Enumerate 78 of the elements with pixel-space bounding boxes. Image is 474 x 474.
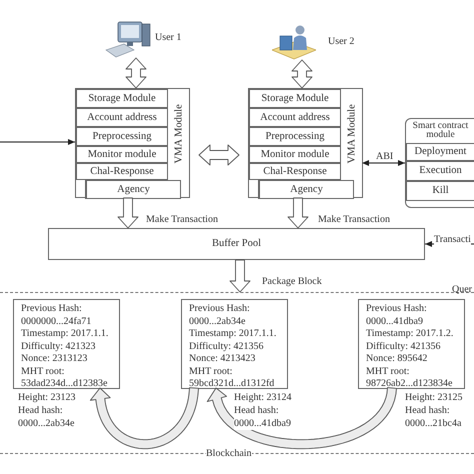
- vertical-module-label: VMA Module: [172, 104, 186, 164]
- process-box: [48, 228, 425, 260]
- row-label: Monitor module: [88, 148, 156, 162]
- row-label: Preprocessing: [92, 130, 152, 144]
- block-arrow: [118, 198, 138, 228]
- block-field: Previous Hash: 0000000...24fa71: [21, 303, 112, 328]
- block-field: Nonce: 895642: [366, 353, 457, 366]
- band-label: Blockchain: [206, 448, 252, 459]
- row-label: Agency: [290, 182, 323, 197]
- block-box: [13, 299, 120, 389]
- block-field: Nonce: 4213423: [189, 353, 280, 366]
- curved-block-arrow: [206, 387, 397, 450]
- block-box: [358, 299, 465, 389]
- edge-label: Transacti: [434, 234, 471, 245]
- edge-label: Package Block: [262, 276, 322, 287]
- curved-block-arrow: [90, 387, 199, 450]
- module-row: [76, 163, 168, 180]
- block-field: Nonce: 2313123: [21, 353, 112, 366]
- row-label: Account address: [260, 110, 330, 125]
- block-field: Timestamp: 2017.1.2.: [366, 328, 457, 340]
- module-row: [249, 89, 341, 108]
- block-field: Previous Hash: 0000...41dba9: [366, 303, 457, 328]
- row-label: Storage Module: [261, 92, 329, 106]
- row-label: Agency: [117, 182, 150, 197]
- module-title: Smart contract module: [412, 122, 470, 140]
- edge-label: Make Transaction: [318, 214, 390, 225]
- edge-label: ABI: [376, 151, 394, 162]
- module-box: [405, 118, 474, 208]
- row-label: Storage Module: [88, 92, 156, 106]
- block-arrow: [288, 198, 308, 228]
- module-row: [406, 143, 474, 161]
- module-row: [249, 127, 341, 146]
- row-label: Kill: [432, 184, 449, 198]
- block-field: MHT root: 53dad234d...d12383e: [21, 366, 112, 390]
- module-row: [76, 108, 168, 127]
- block-arrow: [230, 260, 250, 292]
- block-arrow: [126, 58, 146, 88]
- row-label: Deployment: [414, 145, 466, 160]
- block-field: Difficulty: 421356: [189, 340, 280, 353]
- block-box: [181, 299, 288, 389]
- block-field: Timestamp: 2017.1.1.: [21, 328, 112, 340]
- module-row: [249, 163, 341, 180]
- module-row: [76, 89, 168, 108]
- arrow: [362, 160, 406, 166]
- row-label: Chal-Response: [263, 164, 327, 179]
- block-arrow: [198, 144, 240, 166]
- module-row: [259, 180, 354, 199]
- vertical-module-label: VMA Module: [346, 104, 359, 164]
- side-note: Height: 23123: [18, 391, 76, 404]
- block-field: Previous Hash: 0000...2ab34e: [189, 303, 280, 328]
- module-row: [249, 146, 341, 163]
- module-row: [86, 180, 181, 199]
- box-label: Buffer Pool: [212, 237, 262, 252]
- side-note: Height: 23124: [234, 391, 292, 404]
- note-label: Quer: [452, 284, 472, 295]
- block-field: Timestamp: 2017.1.1.: [189, 328, 280, 340]
- module-row: [249, 108, 341, 127]
- side-note: Height: 23125: [405, 391, 462, 404]
- module-row: [406, 181, 474, 201]
- block-field: Difficulty: 421356: [366, 340, 457, 353]
- module-stack-box: [248, 88, 363, 198]
- arrow: [0, 139, 76, 145]
- module-stack-box: [75, 88, 190, 198]
- module-row: [406, 161, 474, 181]
- block-field: Difficulty: 421323: [21, 340, 112, 353]
- row-label: Monitor module: [260, 148, 330, 162]
- row-label: Preprocessing: [266, 130, 324, 144]
- module-row: [76, 146, 168, 163]
- block-arrow: [292, 60, 312, 88]
- module-row: [76, 127, 168, 146]
- row-label: Execution: [419, 164, 462, 178]
- block-field: MHT root: 59bcd321d...d1312fd: [189, 366, 280, 390]
- row-label: Account address: [87, 110, 157, 125]
- person-at-desk-icon: [272, 24, 316, 60]
- edge-label: Make Transaction: [146, 214, 218, 225]
- row-label: Chal-Response: [90, 164, 154, 179]
- block-field: MHT root: 98726ab2...d123834e: [366, 366, 457, 390]
- computer-icon: [104, 20, 152, 58]
